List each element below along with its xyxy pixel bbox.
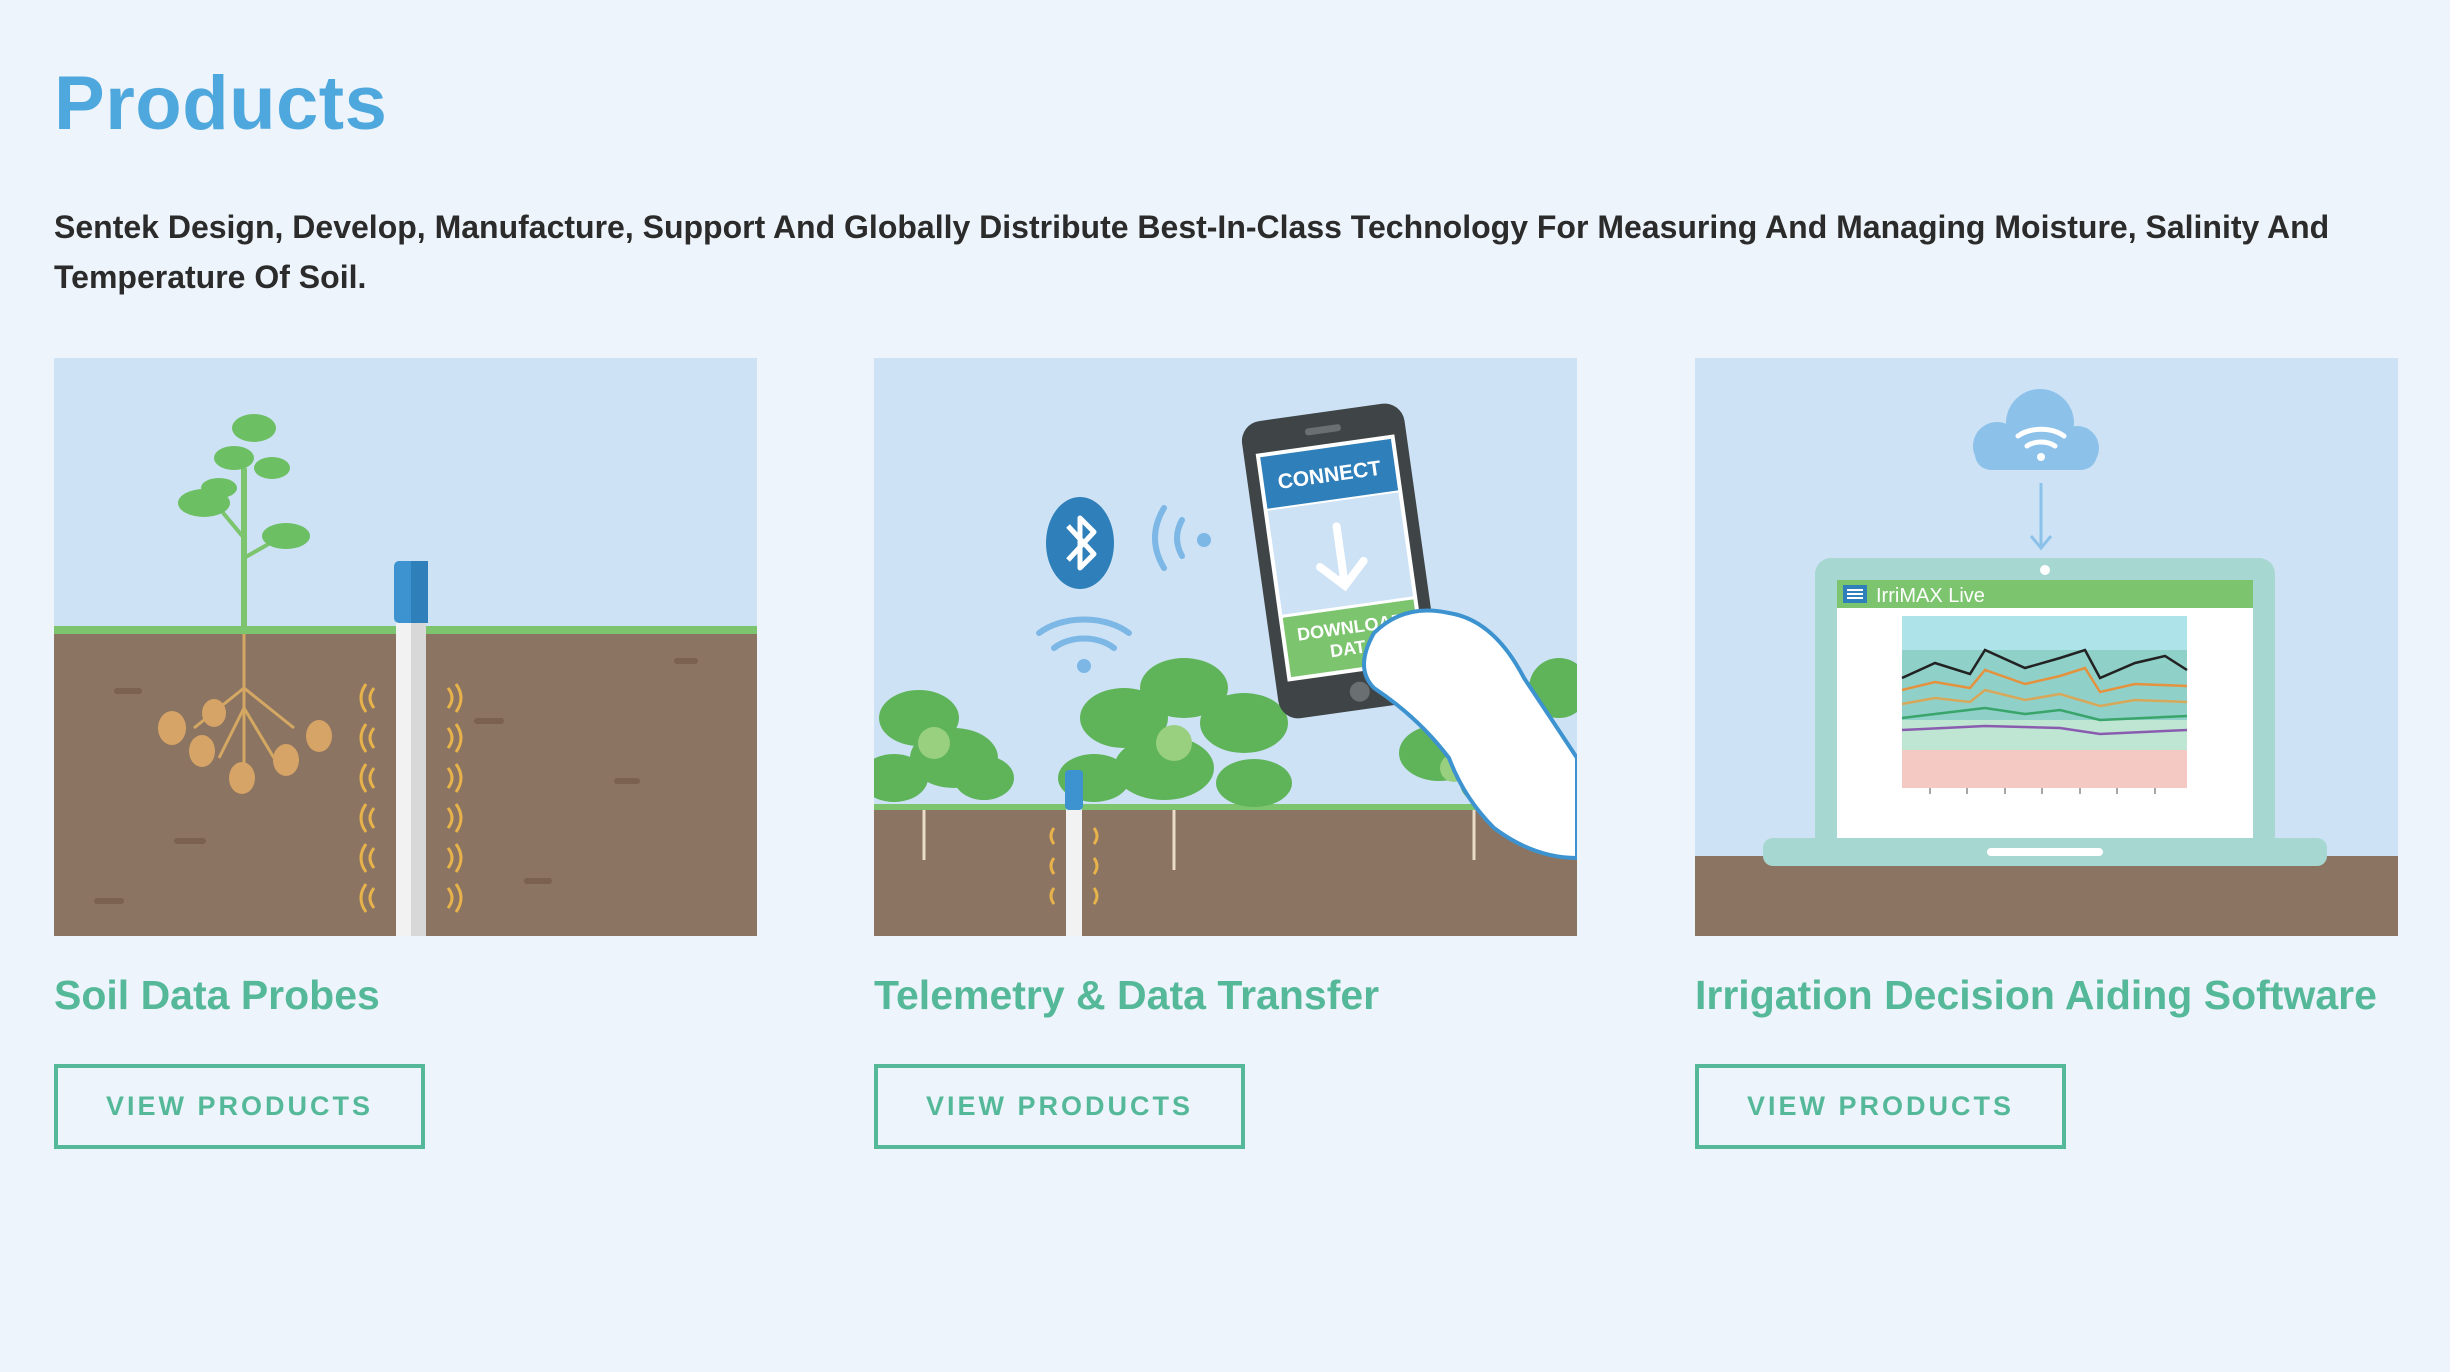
card-title: Irrigation Decision Aiding Software xyxy=(1695,972,2377,1018)
soil-probe-illustration xyxy=(54,358,757,936)
telemetry-illustration: CONNECT DOWNLOAD DATA xyxy=(874,358,1577,936)
page-title: Products xyxy=(54,61,388,146)
view-products-button-soil-probes[interactable]: VIEW PRODUCTS xyxy=(54,1064,425,1149)
card-title: Telemetry & Data Transfer xyxy=(874,972,1380,1018)
view-products-button-software[interactable]: VIEW PRODUCTS xyxy=(1695,1064,2066,1149)
product-card-soil-probes: Soil Data Probes VIEW PRODUCTS xyxy=(54,358,757,1149)
intro-text: Sentek Design, Develop, Manufacture, Sup… xyxy=(54,209,2330,295)
product-card-telemetry: CONNECT DOWNLOAD DATA Telemetry & Data T… xyxy=(874,358,1577,1149)
card-title: Soil Data Probes xyxy=(54,972,380,1018)
app-name-label: IrriMAX Live xyxy=(1876,585,1985,607)
software-illustration: IrriMAX Live xyxy=(1695,358,2398,936)
view-products-button-telemetry[interactable]: VIEW PRODUCTS xyxy=(874,1064,1245,1149)
product-card-software: IrriMAX Live Irrigation Decision Aiding … xyxy=(1695,358,2398,1149)
